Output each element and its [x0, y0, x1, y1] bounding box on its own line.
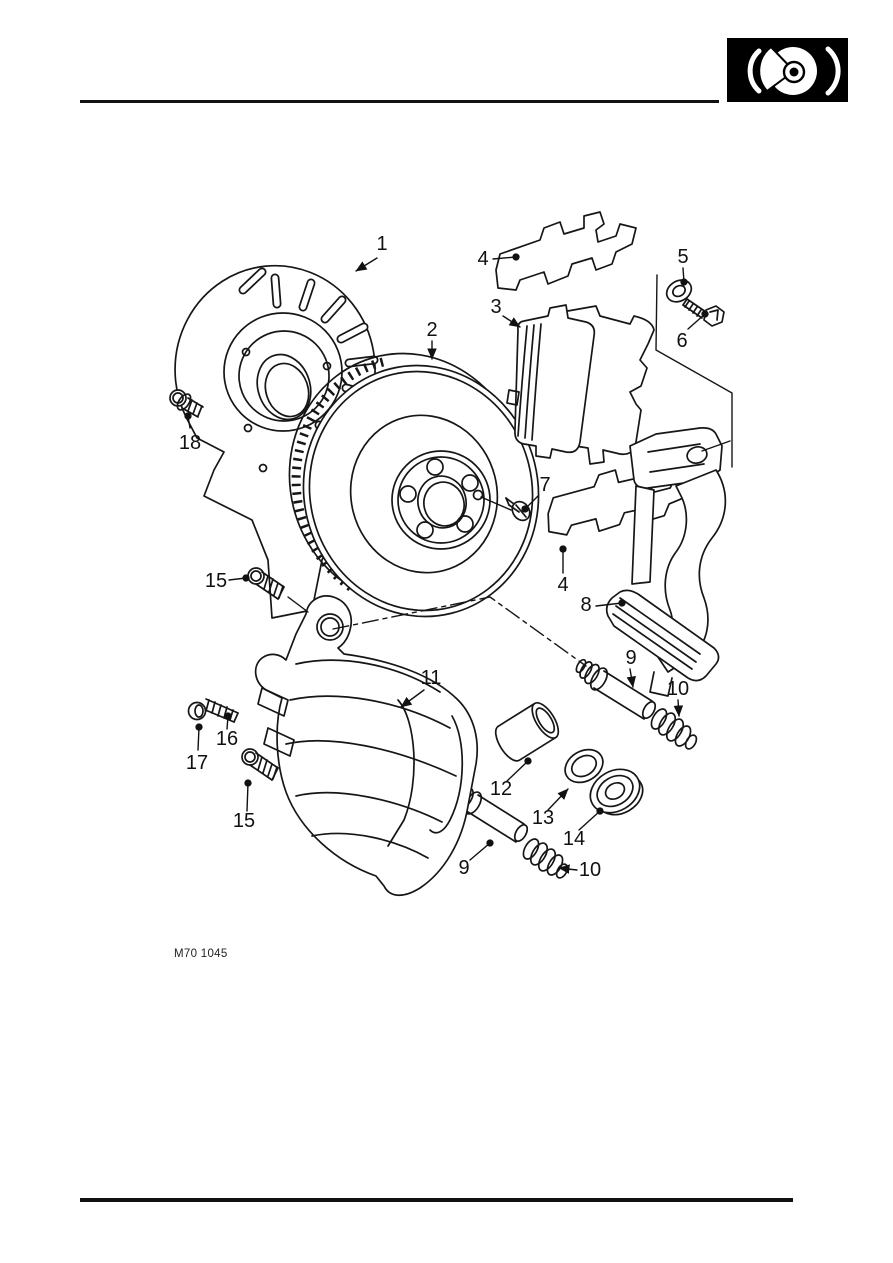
callout-16-label: 16	[216, 728, 238, 750]
brake-disc-icon	[727, 38, 848, 102]
callout-16: 16	[216, 712, 238, 750]
callout-7-label: 7	[539, 474, 550, 496]
caliper-carrier-drawing	[605, 427, 727, 697]
callout-10-top: 10	[667, 678, 689, 717]
caliper-piston-drawing	[494, 701, 560, 762]
callout-6: 6	[676, 310, 709, 352]
callout-6-label: 6	[676, 330, 687, 352]
callout-10-bottom: 10	[558, 859, 601, 881]
caliper-bolt-top-drawing	[247, 567, 285, 600]
callout-14: 14	[563, 807, 604, 850]
callout-9-top-label: 9	[625, 647, 636, 669]
callout-15-top-label: 15	[205, 570, 227, 592]
callout-10-bottom-label: 10	[579, 859, 601, 881]
callout-5-label: 5	[677, 246, 688, 268]
callout-4-top-label: 4	[477, 248, 488, 270]
callout-2-label: 2	[426, 319, 437, 341]
guide-pin-top-drawing	[575, 658, 657, 720]
callout-12: 12	[490, 757, 532, 800]
pad-retaining-clip-top-drawing	[495, 211, 637, 291]
callout-15-top: 15	[205, 570, 309, 613]
bleed-screw-drawing	[202, 698, 239, 723]
callout-1-label: 1	[376, 233, 387, 255]
callout-18-label: 18	[179, 432, 201, 454]
callout-18: 18	[179, 412, 201, 454]
section-logo	[727, 38, 848, 102]
callout-4-bottom-label: 4	[557, 574, 568, 596]
callout-14-label: 14	[563, 828, 585, 850]
callout-9-top: 9	[625, 647, 637, 688]
callout-8: 8	[580, 594, 626, 616]
figure-reference-caption: M70 1045	[174, 948, 228, 960]
callout-10-top-label: 10	[667, 678, 689, 700]
piston-dust-boot-drawing	[589, 768, 644, 816]
header-rule	[80, 100, 719, 103]
callout-3-label: 3	[490, 296, 501, 318]
brake-pads-drawing	[506, 304, 655, 465]
callout-4-bottom: 4	[557, 545, 569, 596]
callout-13-label: 13	[532, 807, 554, 829]
assembly-axis-line	[332, 596, 587, 667]
callout-8-label: 8	[580, 594, 591, 616]
callout-15-bottom-label: 15	[233, 810, 255, 832]
callout-7: 7	[480, 474, 551, 513]
callout-13: 13	[532, 788, 569, 829]
callout-2: 2	[426, 319, 438, 360]
callout-9-bottom: 9	[458, 839, 494, 879]
callout-9-bottom-label: 9	[458, 857, 469, 879]
shield-bolt-drawing	[169, 389, 204, 418]
piston-seal-drawing	[564, 748, 604, 784]
callout-4-top: 4	[477, 248, 520, 270]
guide-pin-boot-bottom-drawing	[522, 838, 569, 879]
callout-17-label: 17	[186, 752, 208, 774]
guide-pin-boot-top-drawing	[650, 708, 698, 750]
caliper-bolt-bottom-drawing	[241, 748, 279, 781]
callout-11: 11	[400, 667, 442, 708]
callout-3: 3	[490, 296, 521, 328]
guide-pin-bolt-drawing	[682, 298, 725, 327]
callout-11-label: 11	[421, 667, 442, 689]
callout-12-label: 12	[490, 778, 512, 800]
bleed-screw-cap-drawing	[187, 701, 207, 721]
callout-1: 1	[355, 233, 388, 272]
callout-15-bottom: 15	[233, 779, 255, 832]
brake-disc-drawing	[288, 352, 540, 618]
bolt-zone-panel	[655, 274, 733, 468]
callout-17: 17	[186, 723, 208, 774]
footer-rule	[80, 1198, 793, 1202]
callout-5: 5	[677, 246, 689, 286]
caliper-body-drawing	[254, 595, 479, 897]
